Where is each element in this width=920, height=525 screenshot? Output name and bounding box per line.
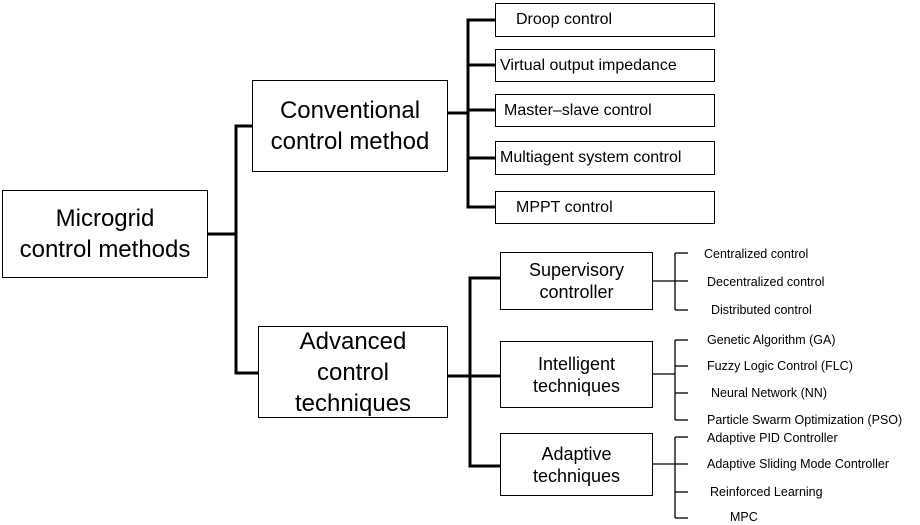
- supervisory-node: Supervisory controller: [500, 252, 653, 310]
- conventional-item: Multiagent system control: [495, 141, 715, 175]
- conventional-item: MPPT control: [495, 191, 715, 224]
- adaptive-leaf: MPC: [730, 510, 758, 524]
- supervisory-leaf: Distributed control: [711, 303, 812, 317]
- intelligent-leaf: Genetic Algorithm (GA): [707, 333, 836, 347]
- intelligent-leaf: Fuzzy Logic Control (FLC): [707, 359, 853, 373]
- root-node: Microgrid control methods: [2, 190, 208, 278]
- conventional-item: Virtual output impedance: [495, 49, 715, 82]
- adaptive-leaf: Adaptive Sliding Mode Controller: [707, 457, 890, 471]
- intelligent-node: Intelligent techniques: [500, 341, 653, 408]
- conventional-item: Master–slave control: [495, 94, 715, 127]
- advanced-node: Advanced control techniques: [258, 326, 448, 418]
- conventional-item: Droop control: [495, 3, 715, 37]
- adaptive-node: Adaptive techniques: [500, 433, 653, 496]
- intelligent-leaf: Particle Swarm Optimization (PSO): [707, 413, 903, 427]
- supervisory-leaf: Decentralized control: [707, 275, 825, 289]
- adaptive-leaf: Reinforced Learning: [710, 485, 823, 499]
- intelligent-leaf: Neural Network (NN): [711, 386, 827, 400]
- adaptive-leaf: Adaptive PID Controller: [707, 431, 838, 445]
- supervisory-leaf: Centralized control: [704, 247, 809, 261]
- conventional-node: Conventional control method: [252, 80, 448, 172]
